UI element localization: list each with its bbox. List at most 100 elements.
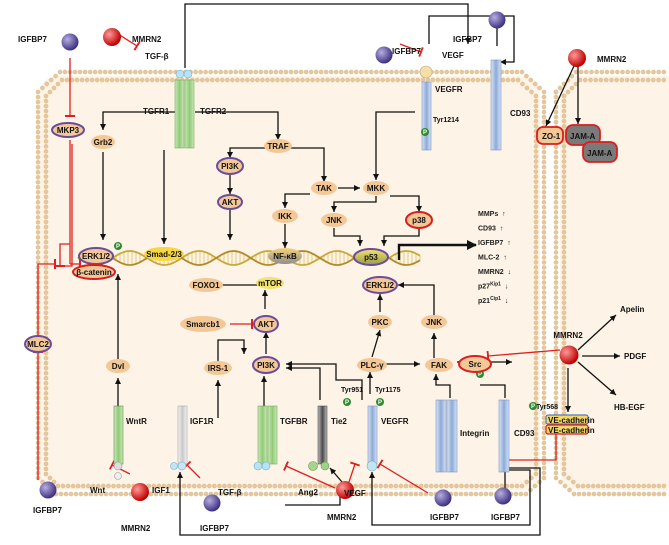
node-label-erk-left: ERK1/2 — [82, 252, 111, 261]
membrane-bead — [533, 285, 539, 290]
membrane-bead — [133, 69, 138, 75]
membrane-bead — [533, 169, 539, 174]
membrane-bead — [561, 471, 567, 477]
membrane-bead — [553, 380, 559, 386]
membrane-bead — [541, 240, 547, 245]
ve-cadherin-label-2: VE-cadherin — [548, 426, 595, 435]
membrane-bead — [541, 205, 547, 210]
node-label-akt-top: AKT — [222, 198, 239, 207]
membrane-bead — [553, 465, 559, 471]
membrane-bead — [79, 77, 85, 83]
membrane-bead — [541, 285, 547, 290]
membrane-bead — [533, 189, 539, 195]
membrane-bead — [553, 285, 559, 290]
membrane-bead — [293, 491, 299, 497]
node-pi3k-bottom: PI3K — [252, 356, 280, 374]
membrane-bead — [313, 491, 319, 497]
membrane-bead — [533, 93, 539, 99]
membrane-bead — [541, 114, 547, 120]
membrane-bead — [380, 77, 385, 83]
membrane-bead — [154, 77, 160, 83]
membrane-bead — [273, 491, 279, 497]
membrane-bead — [220, 77, 225, 83]
membrane-bead — [609, 77, 614, 83]
membrane-bead — [561, 295, 567, 300]
membrane-bead — [561, 441, 567, 447]
membrane-bead — [533, 224, 539, 230]
membrane-bead — [524, 73, 529, 79]
membrane-bead — [109, 77, 115, 83]
membrane-bead — [272, 483, 278, 489]
membrane-bead — [541, 149, 547, 155]
membrane-bead — [35, 255, 41, 260]
membrane-bead — [561, 179, 567, 184]
membrane-bead — [479, 483, 484, 489]
membrane-bead — [134, 77, 140, 83]
membrane-bead — [519, 69, 525, 75]
membrane-bead — [533, 461, 539, 467]
membrane-bead — [94, 77, 100, 83]
membrane-bead — [533, 204, 539, 210]
membrane-bead — [553, 360, 559, 365]
membrane-bead — [533, 214, 539, 220]
membrane-bead — [541, 390, 547, 396]
membrane-bead — [561, 381, 567, 386]
node-label-mkk: MKK — [367, 184, 385, 193]
membrane-bead — [435, 77, 441, 83]
membrane-bead — [43, 169, 49, 174]
membrane-bead — [247, 483, 252, 489]
membrane-bead — [553, 154, 559, 160]
membrane-bead — [614, 77, 619, 83]
membrane-bead — [533, 391, 539, 396]
membrane-bead — [349, 69, 354, 75]
membrane-bead — [561, 375, 567, 381]
membrane-bead — [98, 491, 104, 497]
membrane-bead — [520, 81, 525, 87]
membrane-bead — [313, 69, 319, 75]
membrane-bead — [455, 77, 461, 83]
membrane-bead — [458, 491, 464, 497]
membrane-bead — [383, 483, 389, 489]
membrane-bead — [325, 77, 330, 83]
membrane-bead — [631, 491, 637, 497]
membrane-bead — [43, 159, 49, 164]
membrane-bead — [553, 290, 559, 295]
membrane-bead — [360, 77, 365, 83]
node-label-erk-mid: ERK1/2 — [366, 281, 395, 290]
membrane-bead — [138, 69, 143, 75]
membrane-bead — [43, 375, 49, 381]
membrane-bead — [601, 491, 607, 497]
membrane-bead — [596, 491, 602, 497]
membrane-bead — [561, 310, 567, 315]
membrane-bead — [533, 370, 539, 376]
membrane-bead — [553, 370, 559, 375]
membrane-bead — [43, 365, 49, 371]
membrane-bead — [62, 69, 68, 75]
membrane-bead — [35, 174, 41, 180]
membrane-bead — [541, 144, 547, 150]
membrane-bead — [565, 89, 571, 95]
membrane-bead — [186, 483, 192, 489]
membrane-bead — [603, 77, 609, 83]
membrane-bead — [275, 77, 280, 83]
membrane-bead — [43, 194, 49, 200]
membrane-bead — [636, 491, 642, 497]
phospho-marker: P — [376, 398, 384, 406]
membrane-bead — [533, 290, 539, 295]
membrane-bead — [541, 300, 547, 305]
membrane-bead — [43, 249, 49, 255]
membrane-bead — [533, 431, 539, 436]
membrane-bead — [561, 315, 567, 321]
membrane-bead — [541, 220, 547, 225]
membrane-bead — [35, 250, 41, 255]
membrane-bead — [533, 98, 539, 104]
membrane-bead — [328, 69, 334, 75]
outcome-item: p21Cip1 ↓ — [478, 296, 508, 305]
membrane-bead — [553, 260, 559, 265]
tgf-receptor-top — [174, 69, 195, 149]
membrane-bead — [541, 405, 547, 411]
membrane-bead — [553, 205, 559, 210]
membrane-bead — [268, 491, 274, 497]
igfbp7-bottom-igf-label: IGFBP7 — [200, 524, 229, 533]
